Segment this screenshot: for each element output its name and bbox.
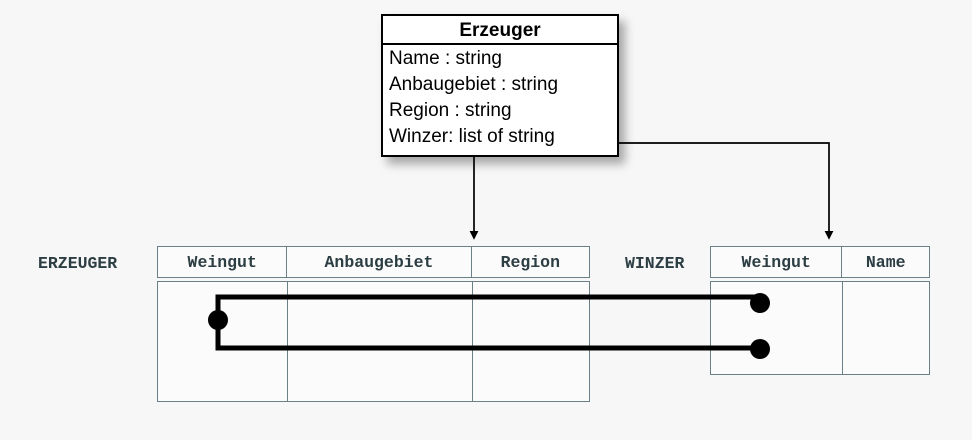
column-divider: [287, 282, 288, 401]
uml-attribute-compartment: Name : string Anbaugebiet : string Regio…: [383, 45, 617, 150]
table-label-winzer: WINZER: [625, 254, 685, 273]
column-divider: [472, 282, 473, 401]
uml-attribute: Region : string: [389, 100, 512, 121]
column-divider: [842, 282, 843, 374]
column-header[interactable]: Region: [500, 252, 560, 272]
uml-class-box-erzeuger[interactable]: Erzeuger Name : string Anbaugebiet : str…: [381, 14, 619, 157]
connector-winzer: [608, 142, 834, 240]
column-header[interactable]: Anbaugebiet: [287, 247, 472, 277]
table-header-winzer: Weingut Name: [710, 246, 930, 278]
table-body-erzeuger: [157, 281, 590, 402]
column-header[interactable]: Weingut: [711, 247, 843, 277]
table-header-erzeuger: Weingut Anbaugebiet Region: [157, 246, 590, 278]
uml-attribute: Name : string: [389, 48, 502, 69]
column-header[interactable]: Name: [865, 252, 906, 272]
uml-attribute: Anbaugebiet : string: [389, 74, 559, 95]
column-header[interactable]: Weingut: [158, 247, 288, 277]
table-label-erzeuger: ERZEUGER: [38, 254, 118, 273]
uml-attribute: Winzer: list of string: [389, 126, 555, 147]
table-body-winzer: [710, 281, 930, 375]
uml-class-name: Erzeuger: [383, 16, 617, 45]
